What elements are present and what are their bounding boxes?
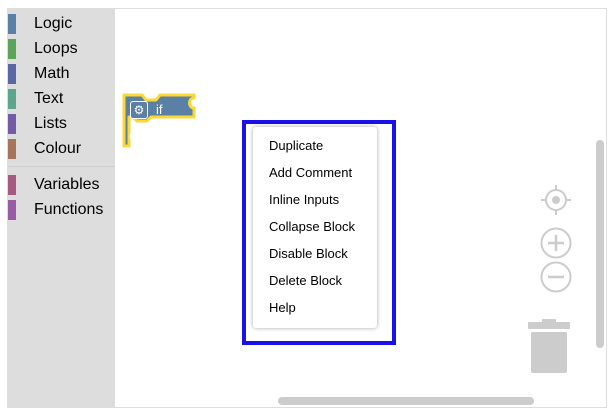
toolbox-category-math[interactable]: Math — [8, 62, 115, 86]
menu-item-inline-inputs[interactable]: Inline Inputs — [269, 192, 340, 207]
category-color-swatch — [8, 175, 16, 195]
toolbox: Logic Loops Math Text Lists Colour Varia… — [8, 9, 115, 407]
category-label: Math — [34, 65, 70, 82]
toolbox-category-logic[interactable]: Logic — [8, 12, 115, 36]
category-color-swatch — [8, 114, 16, 134]
toolbox-separator — [8, 166, 115, 167]
category-color-swatch — [8, 89, 16, 109]
category-label: Text — [34, 90, 64, 107]
menu-item-collapse-block[interactable]: Collapse Block — [269, 219, 355, 234]
category-color-swatch — [8, 14, 16, 34]
toolbox-category-colour[interactable]: Colour — [8, 137, 115, 161]
context-menu: Duplicate Add Comment Inline Inputs Coll… — [253, 127, 377, 328]
gear-icon[interactable]: ⚙ — [130, 101, 148, 119]
menu-item-disable-block[interactable]: Disable Block — [269, 246, 348, 261]
if-block[interactable]: ⚙ if do — [121, 92, 196, 156]
category-label: Lists — [34, 115, 67, 132]
toolbox-category-text[interactable]: Text — [8, 87, 115, 111]
zoom-out-icon[interactable] — [540, 261, 572, 293]
horizontal-scrollbar[interactable] — [278, 397, 534, 405]
toolbox-category-loops[interactable]: Loops — [8, 37, 115, 61]
toolbox-category-variables[interactable]: Variables — [8, 173, 115, 197]
category-color-swatch — [8, 139, 16, 159]
category-label: Variables — [34, 176, 100, 193]
category-label: Colour — [34, 140, 82, 157]
category-label: Logic — [34, 15, 73, 32]
menu-item-help[interactable]: Help — [269, 300, 296, 315]
blockly-editor: Logic Loops Math Text Lists Colour Varia… — [7, 8, 607, 408]
block-body-label: do — [129, 128, 144, 143]
menu-item-delete-block[interactable]: Delete Block — [269, 273, 342, 288]
toolbox-category-lists[interactable]: Lists — [8, 112, 115, 136]
recenter-icon[interactable] — [540, 184, 572, 216]
menu-item-duplicate[interactable]: Duplicate — [269, 138, 324, 153]
block-keyword: if — [156, 102, 163, 117]
category-color-swatch — [8, 39, 16, 59]
category-label: Loops — [34, 40, 78, 57]
trash-icon[interactable] — [527, 319, 571, 375]
category-label: Functions — [34, 201, 104, 218]
vertical-scrollbar[interactable] — [596, 140, 604, 348]
zoom-in-icon[interactable] — [540, 227, 572, 259]
category-color-swatch — [8, 200, 16, 220]
toolbox-category-functions[interactable]: Functions — [8, 198, 115, 222]
category-color-swatch — [8, 64, 16, 84]
menu-item-add-comment[interactable]: Add Comment — [269, 165, 353, 180]
